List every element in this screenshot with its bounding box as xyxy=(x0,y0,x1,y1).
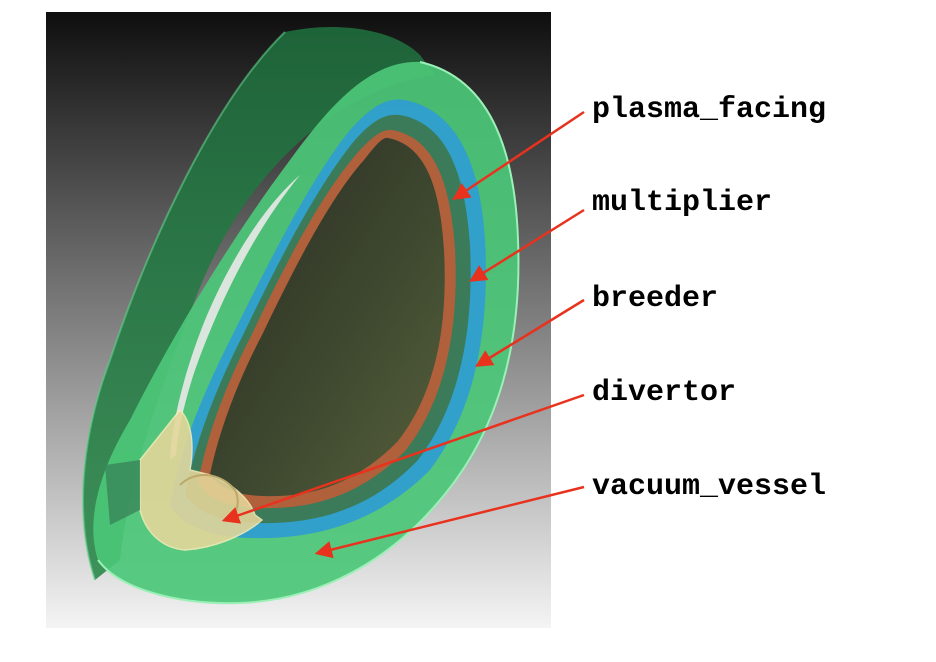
arrow-divertor xyxy=(221,393,585,524)
label-plasma-facing: plasma_facing xyxy=(592,93,827,127)
label-vacuum-vessel: vacuum_vessel xyxy=(592,470,827,504)
label-multiplier: multiplier xyxy=(592,186,773,220)
vessel-side-edge xyxy=(82,31,286,581)
divertor-side xyxy=(105,460,140,525)
arrow-vacuum-vessel xyxy=(314,485,585,559)
plasma-chamber xyxy=(210,137,445,497)
label-breeder: breeder xyxy=(592,282,719,316)
arrow-plasma-facing xyxy=(452,110,585,200)
vacuum-vessel-outline xyxy=(97,61,520,605)
arrow-breeder xyxy=(475,298,585,367)
label-divertor: divertor xyxy=(592,376,737,410)
arrow-multiplier xyxy=(469,208,585,282)
